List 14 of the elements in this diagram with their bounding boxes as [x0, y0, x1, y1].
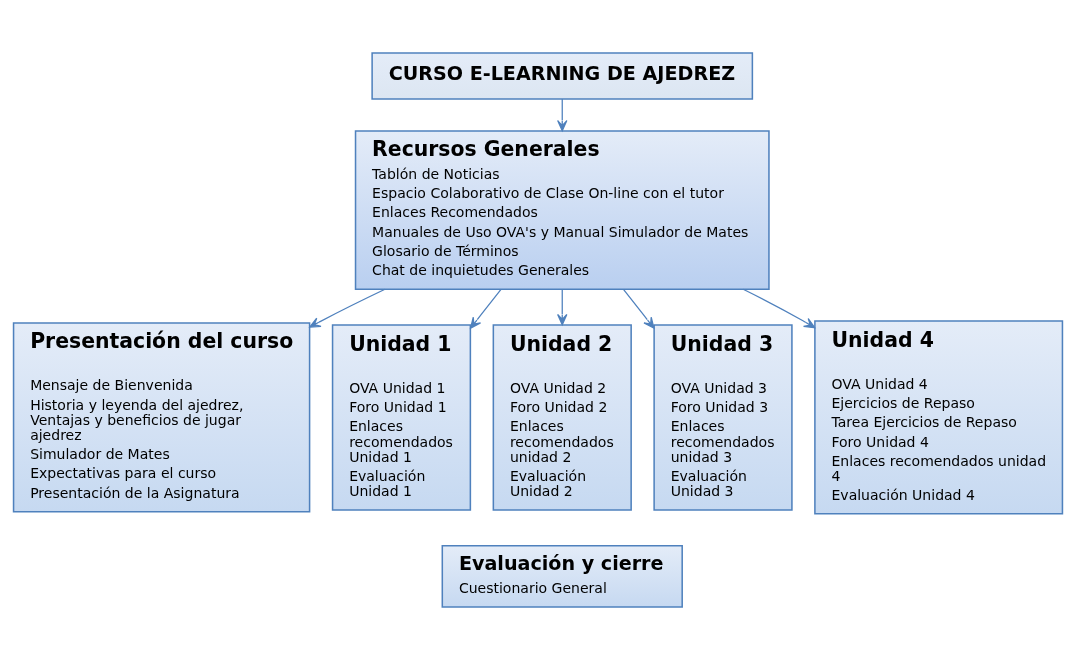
node-box: Presentación del curso Mensaje de Bienvenida Historia y leyenda del ajedrez, Ventajas y beneficios de jugar ajedrez Simulador de Mates Expectativas para el curso Presentación de la Asignatura [12, 322, 311, 513]
node-box: Evaluación y cierre Cuestionario General [441, 544, 683, 608]
node-box: CURSO E-LEARNING DE AJEDREZ [371, 52, 754, 100]
arrow [309, 288, 386, 328]
arrow [557, 98, 568, 132]
node-box: Unidad 2 OVA Unidad 2 Foro Unidad 2 Enlaces recomendados unidad 2 Evaluación Unidad 2 [492, 324, 632, 511]
arrow [622, 288, 655, 329]
node-box: Recursos Generales Tablón de Noticias Espacio Colaborativo de Clase On-line con el tutor Enlaces Recomendados Manuales de Uso OVA's y Manual Simulador de Mates Glosario de Términos Chat de inquietudes Generales [354, 130, 770, 290]
arrow [557, 288, 568, 326]
node-box: Unidad 1 OVA Unidad 1 Foro Unidad 1 Enlaces recomendados Unidad 1 Evaluación Unidad 1 [331, 324, 472, 511]
node-box: Unidad 4 OVA Unidad 4 Ejercicios de Repaso Tarea Ejercicios de Repaso Foro Unidad 4 Enlaces recomendados unidad 4 Evaluación Unidad 4 [814, 320, 1064, 515]
arrow [469, 288, 502, 329]
arrow [742, 288, 816, 329]
node-box: Unidad 3 OVA Unidad 3 Foro Unidad 3 Enlaces recomendados unidad 3 Evaluación Unidad 3 [653, 324, 793, 511]
